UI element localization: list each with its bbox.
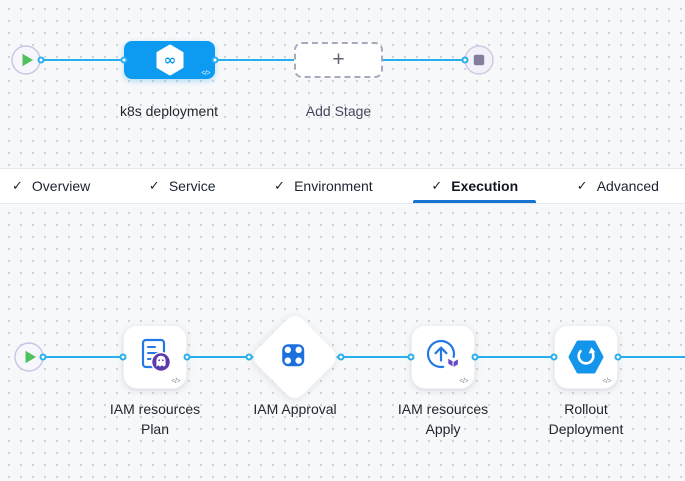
terraform-apply-icon — [426, 339, 458, 369]
link-port — [337, 353, 345, 361]
play-icon — [11, 45, 41, 75]
pipeline-end-node — [464, 45, 494, 75]
add-stage-button[interactable]: + — [294, 42, 383, 78]
step-label: IAM resources Apply — [397, 401, 489, 437]
link-port — [37, 56, 45, 64]
link-port — [614, 353, 622, 361]
step-yaml-toggle[interactable]: </> — [171, 378, 180, 385]
active-tab-underline — [413, 200, 537, 203]
step-label: IAM Approval — [253, 401, 337, 417]
pipeline-start-node — [11, 45, 41, 75]
check-icon: ✓ — [274, 178, 286, 193]
tab-advanced[interactable]: ✓ Advanced — [576, 178, 659, 194]
step-rollout-deployment[interactable]: </> — [554, 325, 618, 389]
stage-node-k8s-deployment[interactable]: ∞ </> — [124, 41, 215, 79]
link-port — [183, 353, 191, 361]
tab-execution[interactable]: ✓ Execution — [413, 169, 537, 203]
step-label: Rollout Deployment — [548, 401, 624, 437]
stage-label: k8s deployment — [119, 103, 219, 119]
check-icon: ✓ — [12, 178, 23, 193]
check-icon: ✓ — [148, 178, 160, 193]
step-iam-resources-apply[interactable]: </> — [411, 325, 475, 389]
tab-environment[interactable]: ✓ Environment — [274, 178, 373, 194]
tab-service[interactable]: ✓ Service — [148, 178, 216, 194]
link-port — [120, 56, 128, 64]
step-yaml-toggle[interactable]: </> — [459, 378, 468, 385]
stage-yaml-toggle[interactable]: </> — [201, 70, 210, 77]
tab-overview[interactable]: ✓ Overview — [12, 178, 91, 194]
terraform-plan-icon — [141, 338, 172, 373]
step-iam-resources-plan[interactable]: </> — [123, 325, 187, 389]
stop-icon — [464, 45, 494, 75]
check-icon: ✓ — [576, 178, 588, 193]
approval-diamond-icon — [266, 328, 323, 385]
link-port — [245, 353, 253, 361]
stage-canvas: ∞ </> + k8s deployment Add Stage — [0, 0, 685, 168]
plus-icon: + — [332, 47, 345, 71]
svg-text:∞: ∞ — [163, 51, 176, 69]
step-yaml-toggle[interactable]: </> — [602, 378, 611, 385]
k8s-rollout-icon — [568, 340, 604, 374]
stage-config-tab-bar: ✓ Overview ✓ Service ✓ Environment ✓ Exe… — [0, 168, 685, 204]
link-port — [550, 353, 558, 361]
add-stage-label: Add Stage — [305, 103, 372, 119]
link-port — [471, 353, 479, 361]
step-label: IAM resources Plan — [109, 401, 201, 437]
link-port — [211, 56, 219, 64]
execution-canvas — [0, 204, 685, 481]
link-port — [461, 56, 469, 64]
check-icon: ✓ — [431, 178, 443, 193]
link-port — [119, 353, 127, 361]
link-port — [407, 353, 415, 361]
link-line — [25, 59, 465, 61]
cd-hexagon-infinity-icon: ∞ — [156, 44, 183, 76]
link-port — [39, 353, 47, 361]
link-line — [28, 356, 685, 358]
